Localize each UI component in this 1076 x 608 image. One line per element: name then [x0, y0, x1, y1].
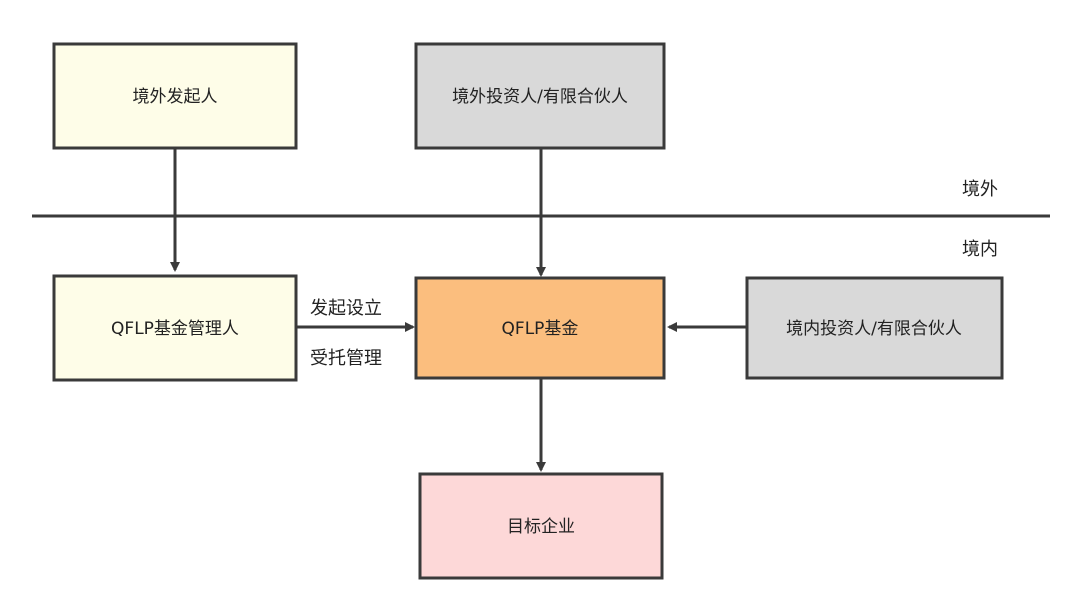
node-qflp-fund: QFLP基金 [414, 276, 666, 380]
node-qflp-manager: QFLP基金管理人 [52, 274, 298, 382]
node-domestic-investor: 境内投资人/有限合伙人 [745, 276, 1004, 380]
node-foreign-sponsor-label: 境外发起人 [133, 87, 218, 107]
edge-label-establish: 发起设立 [310, 298, 382, 319]
node-foreign-investor-box [414, 42, 666, 150]
edge-label-entrusted-management: 受托管理 [310, 348, 382, 369]
region-label-offshore: 境外 [962, 179, 998, 200]
node-qflp-fund-box [414, 276, 666, 380]
node-qflp-fund-label: QFLP基金 [502, 319, 579, 339]
node-foreign-sponsor-box [52, 42, 298, 150]
node-foreign-investor-label: 境外投资人/有限合伙人 [452, 87, 628, 107]
node-domestic-investor-box [745, 276, 1004, 380]
node-foreign-sponsor: 境外发起人 [52, 42, 298, 150]
node-target-company: 目标企业 [418, 472, 664, 580]
node-target-company-label: 目标企业 [507, 517, 575, 537]
node-qflp-manager-box [52, 274, 298, 382]
node-qflp-manager-label: QFLP基金管理人 [111, 319, 239, 339]
node-domestic-investor-label: 境内投资人/有限合伙人 [786, 319, 962, 339]
region-label-onshore: 境内 [962, 239, 998, 260]
node-target-company-box [418, 472, 664, 580]
node-foreign-investor: 境外投资人/有限合伙人 [414, 42, 666, 150]
